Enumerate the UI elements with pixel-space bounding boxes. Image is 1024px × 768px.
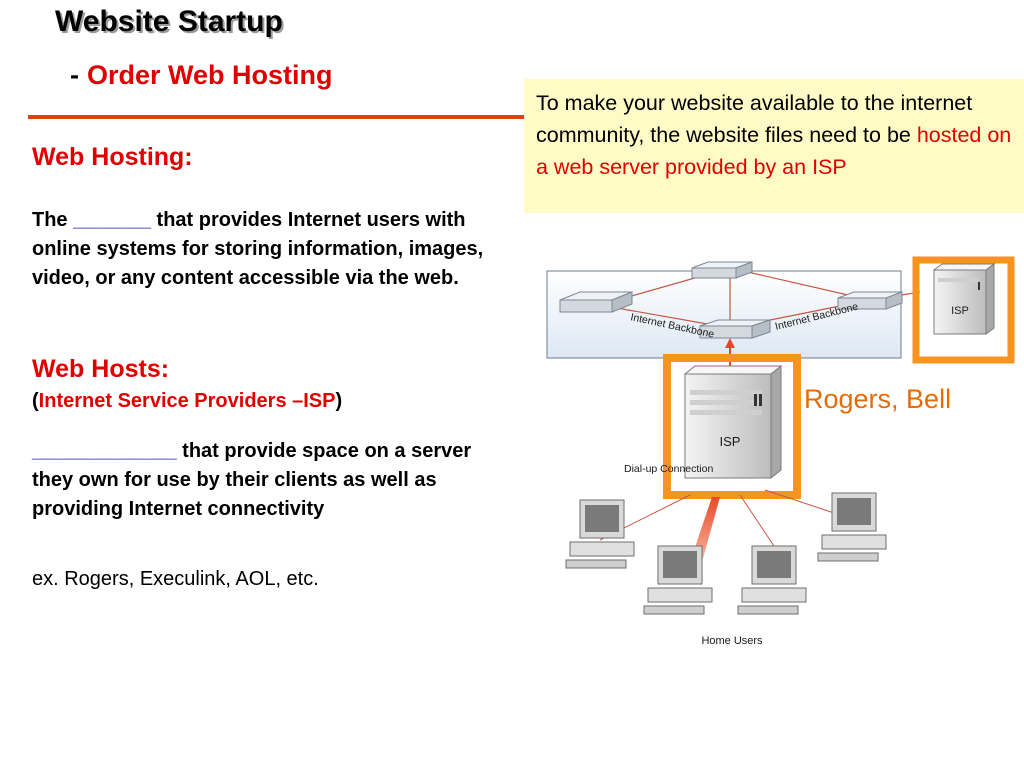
dialup-links [599,489,841,556]
note-text: To make your website available to the in… [536,91,973,147]
hosts-description-text: that provide space on a server they own … [32,440,472,520]
isp-server-top: ISP [912,256,1015,364]
isp-network-diagram: Internet Backbone Internet Backbone ISP … [546,256,1015,647]
title-rule [28,115,526,119]
backbone-router-left [559,291,633,313]
definition-prefix: The [32,209,74,231]
home-pc-2 [643,545,713,615]
isp-top-label: ISP [951,305,969,317]
subtitle-dash: - [70,60,79,90]
definition-blank: _______ [73,209,151,231]
backbone-panel: Internet Backbone Internet Backbone [546,261,921,359]
slide-subtitle: -Order Web Hosting [70,58,333,92]
backbone-router-middle [699,319,771,339]
note-highlight: hosted on a web server provided by an IS… [536,123,1012,179]
slide-title: Website Startup [55,5,283,38]
home-pc-4 [817,492,887,562]
hosts-blank: _____________ [32,440,177,462]
isp-label: Internet Service Providers –ISP [38,390,336,412]
web-hosting-definition: The _______ that provides Internet users… [32,206,502,293]
rogers-bell-label: Rogers, Bell [804,384,952,414]
dialup-label: Dial-up Connection [624,463,713,475]
backbone-router-top [691,261,753,279]
note-box: To make your website available to the in… [524,79,1024,213]
web-hosting-heading: Web Hosting: [32,143,193,171]
home-pc-3 [737,545,807,615]
isp-close-paren: ) [335,390,343,412]
home-users-label: Home Users [701,635,763,647]
backbone-router-right [837,291,903,310]
web-hosts-heading: Web Hosts: [32,355,170,383]
web-hosts-description: _____________ that provide space on a se… [32,437,502,524]
home-pc-1 [565,499,635,569]
examples-line: ex. Rogers, Execulink, AOL, etc. [32,568,319,590]
isp-open-paren: ( [32,390,39,412]
isp-main-label: ISP [720,434,741,449]
isp-line: (Internet Service Providers –ISP) [32,390,342,413]
definition-suffix: that provides Internet users with online… [32,209,484,289]
subtitle-text: Order Web Hosting [87,60,333,90]
isp-server-main: ISP [663,354,801,499]
